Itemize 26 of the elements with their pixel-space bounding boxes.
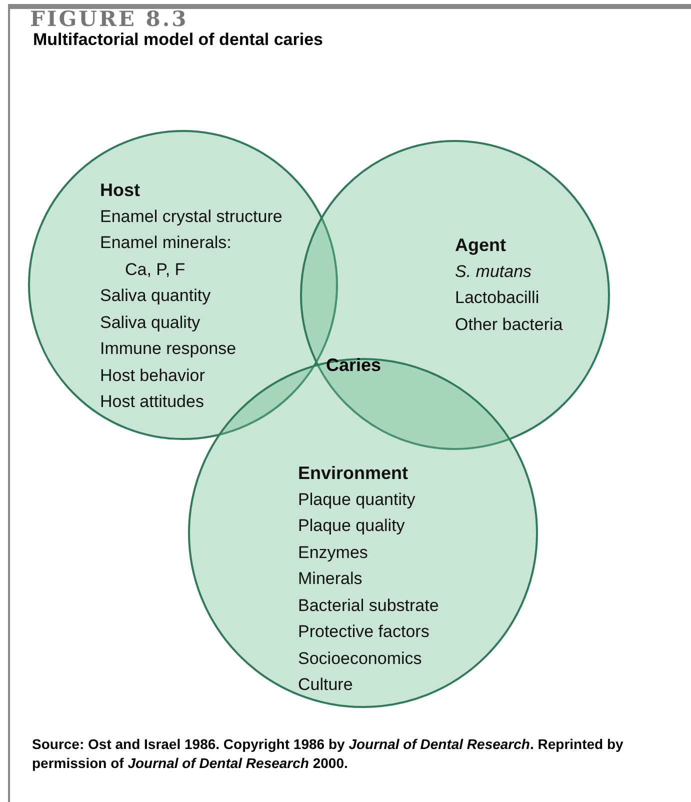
figure-subtitle: Multifactorial model of dental caries bbox=[33, 30, 324, 50]
factor-text: Bacterial substrate bbox=[298, 594, 439, 616]
circle-heading: Environment bbox=[298, 462, 410, 485]
factor-text: Protective factors bbox=[298, 621, 430, 643]
factor-text: Plaque quantity bbox=[298, 488, 416, 510]
factor-text: Saliva quality bbox=[100, 312, 202, 334]
factor-text: Plaque quality bbox=[298, 515, 406, 537]
factor-text: Socioeconomics bbox=[298, 648, 423, 670]
overlap-label: Caries bbox=[326, 355, 382, 376]
figure-title: FIGURE 8.3 bbox=[30, 6, 188, 31]
factor-text: Enamel crystal structure bbox=[100, 206, 282, 228]
factor-text: Minerals bbox=[298, 568, 364, 590]
circle-heading: Agent bbox=[455, 234, 507, 257]
factor-text: Enzymes bbox=[298, 542, 369, 564]
factor-text: Host behavior bbox=[100, 364, 206, 386]
factor-text: Lactobacilli bbox=[455, 287, 540, 309]
factor-text: Saliva quantity bbox=[100, 285, 212, 307]
factor-text: Culture bbox=[298, 674, 354, 696]
factor-text: Enamel minerals: bbox=[100, 232, 232, 254]
factor-text: S. mutans bbox=[455, 260, 533, 282]
factor-text: Host attitudes bbox=[100, 391, 205, 413]
circle-heading: Host bbox=[100, 179, 141, 202]
source-note: Source: Ost and Israel 1986. Copyright 1986 by Journal of Dental Research. Reprinted by permission of Journal of Dental Research 2000. bbox=[32, 735, 624, 773]
factor-text: Immune response bbox=[100, 338, 238, 360]
factor-text: Ca, P, F bbox=[124, 258, 186, 280]
factor-text: Other bacteria bbox=[455, 314, 563, 336]
